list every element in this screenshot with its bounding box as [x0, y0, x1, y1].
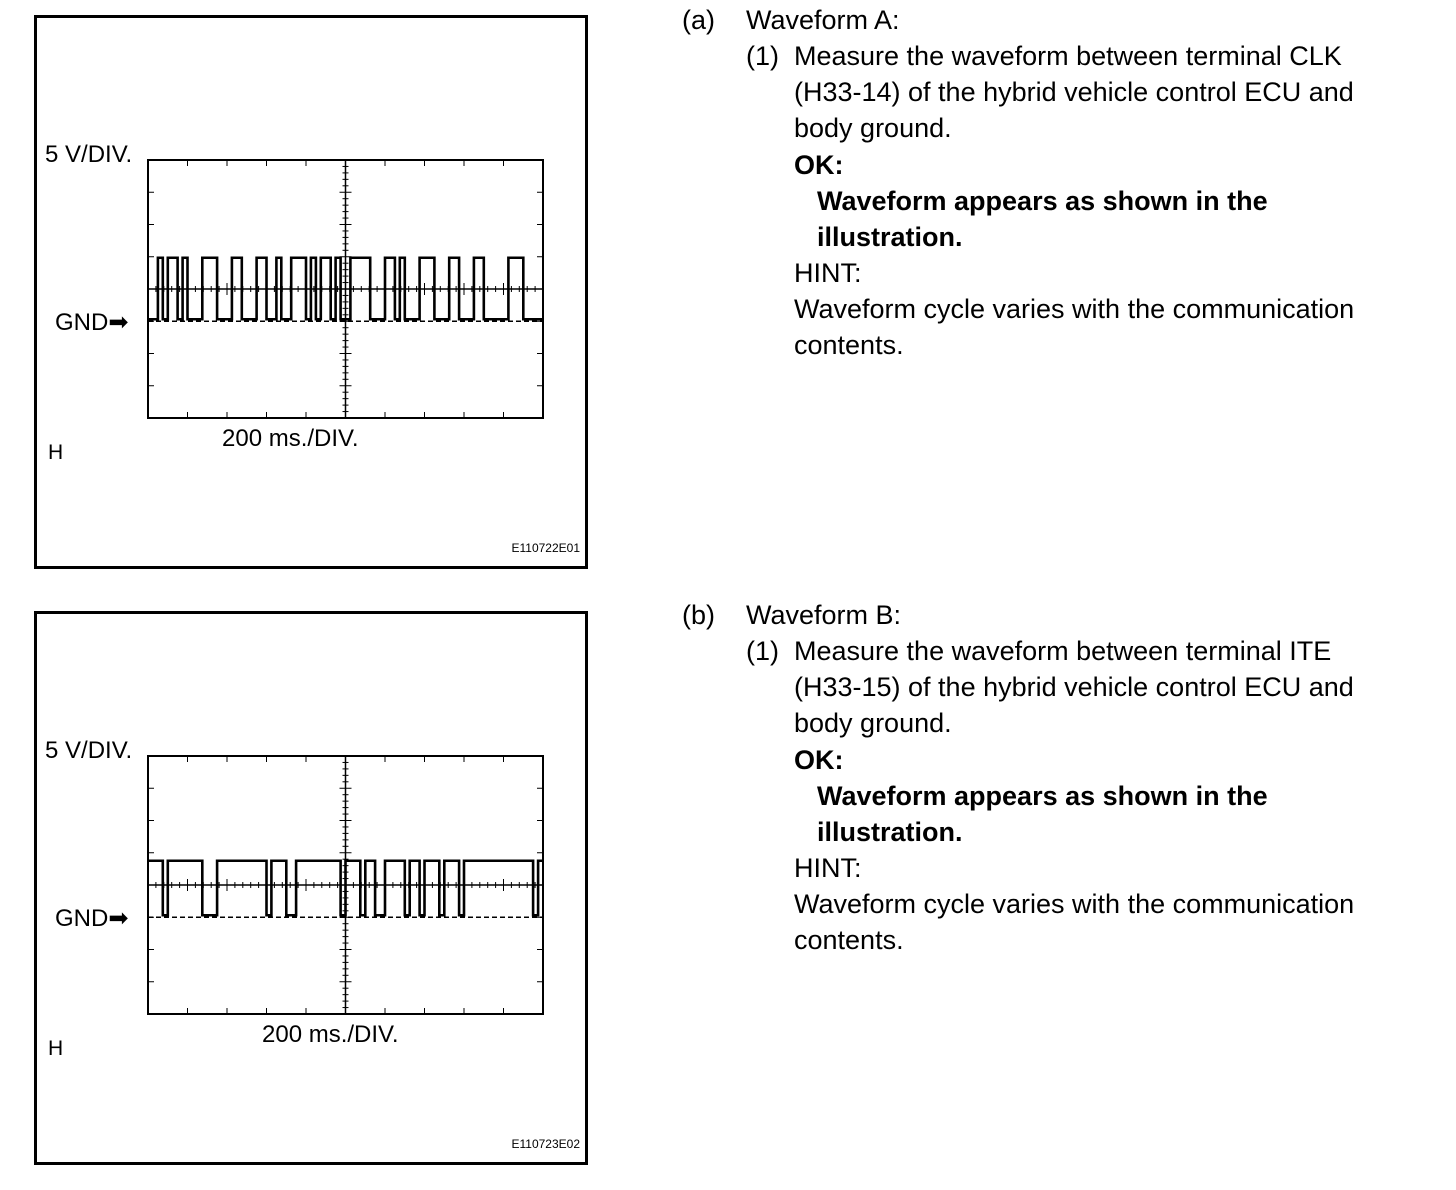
right-arrow-icon: ➡ — [108, 309, 129, 336]
gnd-text: GND — [55, 309, 109, 336]
instruction-line: body ground. — [794, 708, 952, 738]
time-division-label: 200 ms./DIV. — [222, 425, 359, 452]
ok-text-line: illustration. — [817, 222, 963, 252]
step-number: (1) — [746, 41, 779, 71]
ok-text-line: Waveform appears as shown in the — [817, 781, 1268, 811]
signal-waveform — [148, 859, 543, 917]
instruction-line: Measure the waveform between terminal CL… — [794, 41, 1342, 71]
instruction-line: (H33-14) of the hybrid vehicle control E… — [794, 77, 1354, 107]
hint-label: HINT: — [794, 258, 862, 288]
oscilloscope-screen-b — [147, 755, 544, 1015]
instruction-line: body ground. — [794, 113, 952, 143]
instruction-line: Measure the waveform between terminal IT… — [794, 636, 1332, 666]
hint-text-line: contents. — [794, 330, 904, 360]
step-number: (1) — [746, 636, 779, 666]
waveform-b-figure: 5 V/DIV. GND➡ 200 ms./DIV. H E110723E02 — [34, 611, 588, 1165]
waveform-a-figure: 5 V/DIV. GND➡ 200 ms./DIV. H E110722E01 — [34, 15, 588, 569]
hint-text-line: contents. — [794, 925, 904, 955]
voltage-division-label: 5 V/DIV. — [45, 141, 133, 168]
gnd-text: GND — [55, 905, 109, 932]
voltage-division-label: 5 V/DIV. — [45, 737, 133, 764]
section-heading: Waveform A: — [746, 5, 900, 35]
hint-text-line: Waveform cycle varies with the communica… — [794, 294, 1355, 324]
instruction-line: (H33-15) of the hybrid vehicle control E… — [794, 672, 1354, 702]
gnd-label: GND➡ — [55, 311, 128, 335]
figure-code: E110723E02 — [511, 1137, 580, 1151]
section-marker: (b) — [682, 600, 715, 630]
ok-text-line: Waveform appears as shown in the — [817, 186, 1268, 216]
ok-text-line: illustration. — [817, 817, 963, 847]
time-division-label: 200 ms./DIV. — [262, 1021, 399, 1048]
hint-label: HINT: — [794, 853, 862, 883]
channel-label: H — [48, 441, 64, 464]
figure-code: E110722E01 — [511, 541, 580, 555]
section-marker: (a) — [682, 5, 715, 35]
signal-waveform — [148, 256, 543, 321]
oscilloscope-screen-a — [147, 159, 544, 419]
ok-label: OK: — [794, 745, 844, 775]
channel-label: H — [48, 1037, 64, 1060]
gnd-label: GND➡ — [55, 907, 128, 931]
ok-label: OK: — [794, 150, 844, 180]
section-heading: Waveform B: — [746, 600, 902, 630]
right-arrow-icon: ➡ — [108, 905, 129, 932]
hint-text-line: Waveform cycle varies with the communica… — [794, 889, 1355, 919]
